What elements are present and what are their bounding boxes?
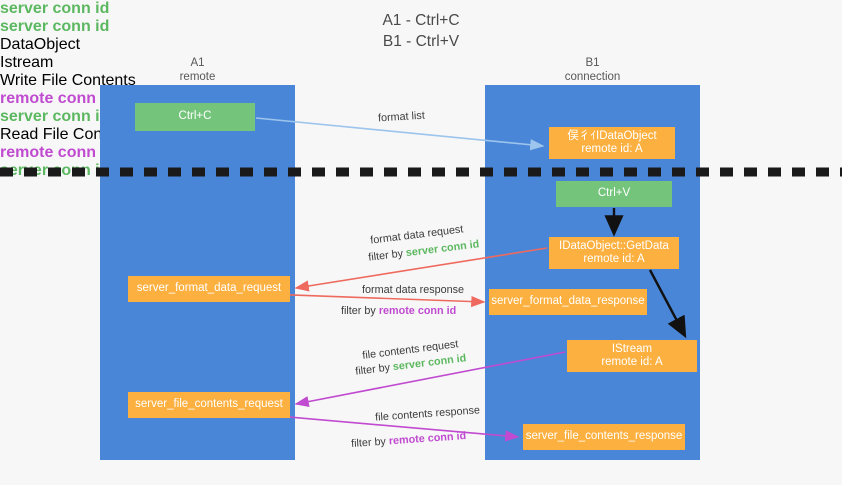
- edge-label-file-contents-response-filter: filter by remote conn id: [351, 430, 467, 450]
- filter-prefix: filter by: [354, 361, 394, 378]
- node-ctrl-c[interactable]: Ctrl+C: [135, 103, 255, 131]
- node-server-file-contents-request-label: server_file_contents_request: [135, 398, 283, 411]
- annotation-right-server-conn-id-2: server conn id: [0, 18, 110, 35]
- node-server-file-contents-response-label: server_file_contents_response: [525, 430, 683, 443]
- node-getdata-line2: remote id: A: [583, 253, 645, 265]
- node-server-file-contents-response[interactable]: server_file_contents_response: [523, 424, 685, 450]
- lane-a1-subtitle: remote: [179, 70, 216, 83]
- lane-header-b1: B1 connection: [500, 57, 685, 84]
- node-idataobject-line1: 俣彳ｲIDataObject: [567, 129, 657, 142]
- node-server-file-contents-request[interactable]: server_file_contents_request: [128, 392, 290, 418]
- node-server-format-data-request-label: server_format_data_request: [136, 282, 282, 295]
- filter-prefix: filter by: [341, 305, 379, 317]
- node-istream[interactable]: IStream remote id: A: [567, 340, 697, 372]
- edge-label-format-data-response: format data response: [362, 284, 464, 296]
- node-server-format-data-response[interactable]: server_format_data_response: [489, 289, 647, 315]
- annotation-left-remote-conn-id-1: remote conn id: [0, 90, 115, 107]
- edge-label-format-data-response-filter: filter by remote conn id: [341, 305, 456, 317]
- node-idataobject-line2: remote id: A: [581, 143, 643, 155]
- node-getdata[interactable]: IDataObject::GetData remote id: A: [549, 237, 679, 269]
- node-server-format-data-request[interactable]: server_format_data_request: [128, 276, 290, 302]
- edge-label-format-data-response-text: format data response: [362, 284, 465, 296]
- node-ctrl-c-label: Ctrl+C: [178, 110, 212, 123]
- node-ctrl-v[interactable]: Ctrl+V: [556, 181, 672, 207]
- diagram-title: A1 - Ctrl+C B1 - Ctrl+V: [0, 10, 842, 52]
- edge-label-file-contents-response-text: file contents response: [374, 404, 481, 424]
- filter-prefix: filter by: [350, 435, 390, 451]
- lane-a1-title: A1: [190, 57, 205, 69]
- annotation-right-server-conn-id-1: server conn id: [0, 0, 110, 17]
- node-idataobject[interactable]: 俣彳ｲIDataObject remote id: A: [549, 127, 675, 159]
- lane-b1-title: B1: [585, 57, 600, 69]
- annotation-left-conn-ids-1: remote conn id server conn id: [0, 90, 842, 126]
- annotation-left-server-conn-id-1: server conn id: [0, 108, 110, 125]
- annotation-right-istream: Istream: [0, 54, 54, 71]
- annotation-right-dataobject: DataObject: [0, 36, 81, 53]
- node-istream-line2: remote id: A: [601, 356, 663, 368]
- filter-key-remote-conn-id: remote conn id: [388, 429, 467, 448]
- title-line-1: A1 - Ctrl+C: [382, 12, 460, 29]
- title-line-2: B1 - Ctrl+V: [382, 33, 460, 50]
- node-istream-line1: IStream: [611, 342, 653, 355]
- annotation-right-write-file-contents: Write File Contents: [0, 72, 136, 89]
- filter-prefix: filter by: [367, 247, 407, 264]
- filter-key-remote-conn-id: remote conn id: [378, 305, 457, 317]
- node-ctrl-v-label: Ctrl+V: [597, 187, 631, 200]
- lane-b1-subtitle: connection: [564, 70, 621, 83]
- annotation-left-remote-conn-id-2: remote conn id: [0, 144, 115, 161]
- node-server-format-data-response-label: server_format_data_response: [491, 295, 645, 308]
- edge-label-file-contents-response: file contents response: [375, 404, 481, 423]
- filter-key-server-conn-id: server conn id: [405, 238, 480, 260]
- node-getdata-line1: IDataObject::GetData: [559, 239, 669, 252]
- lane-header-a1: A1 remote: [110, 57, 285, 84]
